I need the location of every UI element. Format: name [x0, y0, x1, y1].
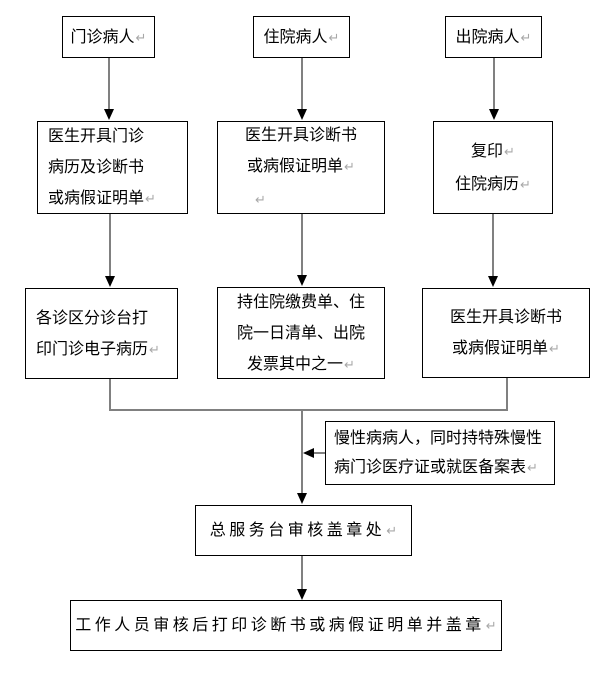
arrowhead-down-icon	[104, 109, 114, 120]
arrowhead-down-icon	[297, 493, 307, 504]
note-chronic-disease: 慢性病病人，同时持特殊慢性 病门诊医疗证或就医备案表↵	[325, 421, 555, 485]
connector-line	[492, 214, 494, 277]
arrowhead-down-icon	[105, 276, 115, 287]
return-mark-icon: ↵	[145, 192, 156, 207]
return-mark-icon: ↵	[549, 342, 560, 357]
box-label: 门诊病人↵	[70, 26, 147, 46]
box-label-line: 或病假证明单↵	[247, 156, 355, 175]
arrowhead-down-icon	[489, 109, 499, 120]
return-mark-icon: ↵	[504, 144, 515, 160]
box-label-line: 院一日清单、出院	[236, 322, 365, 342]
connector-line	[301, 556, 303, 590]
arrowhead-down-icon	[297, 589, 307, 600]
arrowhead-down-icon	[488, 276, 498, 287]
arrowhead-left-icon	[303, 448, 314, 458]
box-discharged: 出院病人↵	[445, 16, 542, 58]
box-label: 总服务台审核盖章处↵	[209, 520, 398, 539]
connector-line	[301, 214, 303, 276]
return-mark-icon: ↵	[520, 177, 531, 193]
connector-line	[313, 452, 325, 454]
return-mark-icon: ↵	[520, 30, 532, 46]
box-label-line: 医生开具诊断书	[449, 307, 562, 326]
box-inpatient-doctor-issues: 医生开具诊断书 或病假证明单↵ ↵	[217, 121, 385, 214]
box-label-line: 印门诊电子病历↵	[36, 338, 160, 358]
connector-line	[109, 214, 111, 277]
note-line: 慢性病病人，同时持特殊慢性	[334, 428, 543, 447]
return-mark-icon: ↵	[527, 461, 538, 476]
box-label-line: 复印↵	[471, 140, 515, 160]
empty-paragraph: ↵	[218, 183, 266, 216]
box-label: 出院病人↵	[455, 26, 532, 46]
note-line: 病门诊医疗证或就医备案表↵	[334, 457, 538, 476]
return-mark-icon: ↵	[328, 30, 340, 46]
box-outpatient-doctor-issues: 医生开具门诊 病历及诊断书 或病假证明单↵	[37, 121, 188, 214]
box-label-line: 病历及诊断书	[48, 157, 145, 176]
box-discharged-doctor-issues: 医生开具诊断书 或病假证明单↵	[422, 288, 590, 378]
box-copy-inpatient-record: 复印↵ 住院病历↵	[433, 121, 553, 214]
return-mark-icon: ↵	[344, 160, 355, 175]
box-service-desk-stamp: 总服务台审核盖章处↵	[195, 505, 412, 556]
box-label-line: 各诊区分诊台打	[36, 307, 149, 327]
box-label-line: 或病假证明单↵	[452, 338, 560, 357]
box-inpatient-payment-slips: 持住院缴费单、住 院一日清单、出院 发票其中之一↵	[217, 287, 385, 379]
box-label-line: 或病假证明单↵	[48, 188, 156, 207]
return-mark-icon: ↵	[149, 342, 160, 358]
return-mark-icon: ↵	[255, 193, 266, 208]
box-label-line: 持住院缴费单、住	[236, 291, 365, 311]
connector-line	[108, 58, 110, 110]
connector-line	[109, 409, 508, 411]
return-mark-icon: ↵	[485, 619, 497, 634]
connector-line	[301, 410, 303, 494]
box-outpatient: 门诊病人↵	[62, 16, 155, 58]
connector-line	[506, 378, 508, 410]
box-triage-desk-print: 各诊区分诊台打 印门诊电子病历↵	[25, 288, 178, 379]
box-staff-review-print-stamp: 工作人员审核后打印诊断书或病假证明单并盖章↵	[70, 600, 502, 651]
connector-line	[493, 58, 495, 110]
connector-line	[109, 379, 111, 410]
arrowhead-down-icon	[297, 275, 307, 286]
box-label: 住院病人↵	[263, 26, 340, 46]
return-mark-icon: ↵	[344, 357, 355, 373]
arrowhead-down-icon	[297, 109, 307, 120]
box-label-line: 发票其中之一↵	[247, 353, 355, 373]
box-label-line: 医生开具门诊	[48, 126, 145, 145]
box-inpatient: 住院病人↵	[253, 16, 350, 58]
box-label-line: 住院病历↵	[455, 173, 531, 193]
box-label-line: 医生开具诊断书	[244, 125, 357, 144]
return-mark-icon: ↵	[135, 30, 147, 46]
connector-line	[301, 58, 303, 110]
box-label: 工作人员审核后打印诊断书或病假证明单并盖章↵	[75, 615, 497, 634]
return-mark-icon: ↵	[386, 524, 398, 539]
